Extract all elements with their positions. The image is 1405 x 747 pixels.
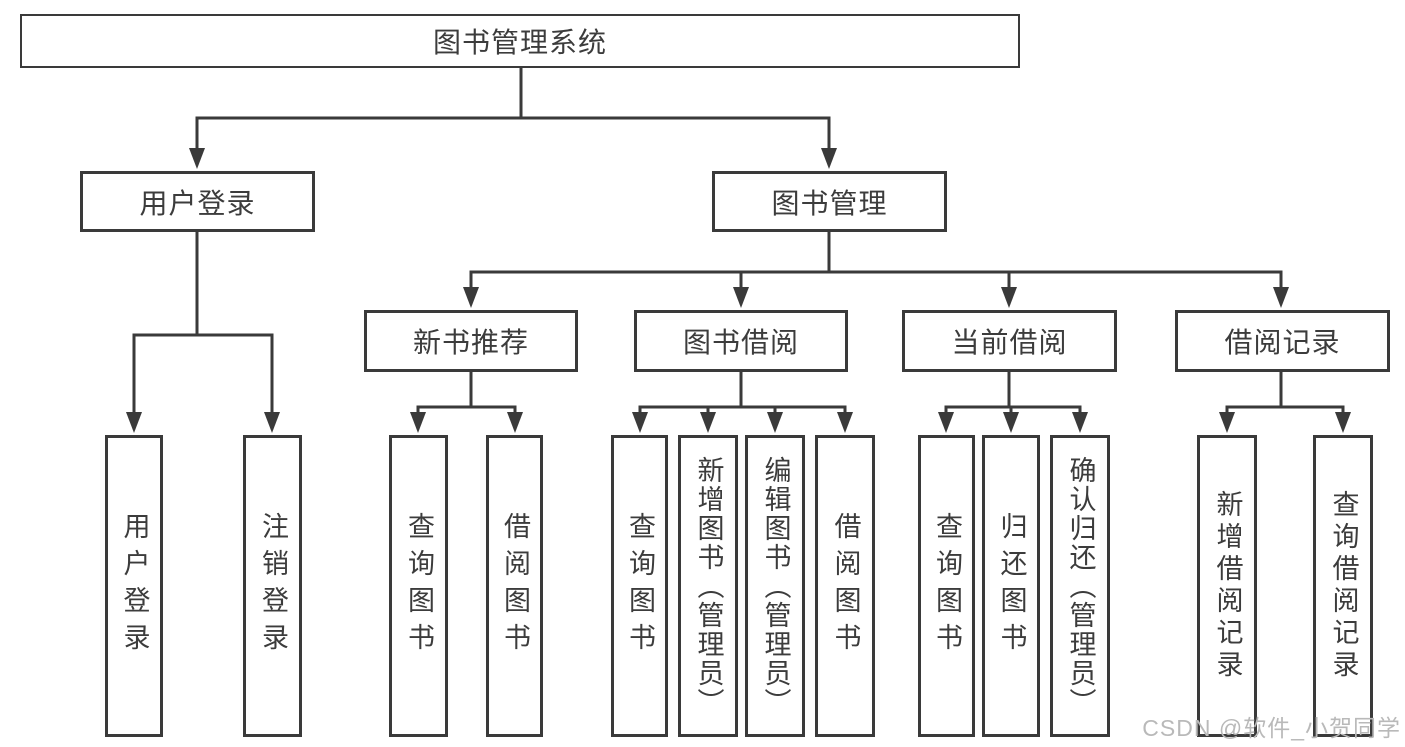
node-library-management-system: 图书管理系统 xyxy=(20,14,1020,68)
leaf-label: 查询图书 xyxy=(625,512,655,660)
leaf-label: 用户登录 xyxy=(119,512,150,660)
leaf-query-books-recommend: 查询图书 xyxy=(389,435,448,737)
node-label: 当前借阅 xyxy=(951,327,1068,358)
leaf-label: 查询图书 xyxy=(932,512,962,660)
leaf-add-book-admin: 新增图书（管理员） xyxy=(678,435,738,737)
node-label: 新书推荐 xyxy=(412,327,529,358)
leaf-label: 新增借阅记录 xyxy=(1212,490,1243,682)
leaf-label: 新增图书（管理员） xyxy=(693,455,724,717)
leaf-label: 借阅图书 xyxy=(830,512,861,660)
leaf-logout: 注销登录 xyxy=(243,435,302,737)
leaf-label: 归还图书 xyxy=(996,512,1027,660)
leaf-label: 查询图书 xyxy=(404,512,434,660)
leaf-user-login: 用户登录 xyxy=(105,435,163,737)
leaf-edit-book-admin: 编辑图书（管理员） xyxy=(745,435,805,737)
leaf-label: 借阅图书 xyxy=(500,512,530,660)
leaf-query-borrow-record: 查询借阅记录 xyxy=(1313,435,1373,737)
node-borrowing-records: 借阅记录 xyxy=(1175,310,1390,372)
leaf-label: 注销登录 xyxy=(258,512,288,660)
node-current-borrowing: 当前借阅 xyxy=(902,310,1117,372)
leaf-return-book: 归还图书 xyxy=(982,435,1040,737)
leaf-label: 编辑图书（管理员） xyxy=(760,455,791,717)
leaf-label: 确认归还（管理员） xyxy=(1065,455,1096,717)
node-label: 用户登录 xyxy=(139,187,256,219)
node-new-book-recommendation: 新书推荐 xyxy=(364,310,578,372)
node-label: 图书管理 xyxy=(771,187,888,219)
watermark: CSDN @软件_小贺同学 xyxy=(1142,715,1401,741)
node-user-login: 用户登录 xyxy=(80,171,315,232)
node-book-borrowing: 图书借阅 xyxy=(634,310,848,372)
node-label: 图书管理系统 xyxy=(432,27,607,58)
leaf-add-borrow-record: 新增借阅记录 xyxy=(1197,435,1257,737)
node-label: 借阅记录 xyxy=(1224,327,1341,358)
node-label: 图书借阅 xyxy=(682,327,799,358)
leaf-borrow-books-borrow: 借阅图书 xyxy=(815,435,875,737)
leaf-confirm-return-admin: 确认归还（管理员） xyxy=(1050,435,1110,737)
leaf-query-books-current: 查询图书 xyxy=(918,435,975,737)
leaf-borrow-books-recommend: 借阅图书 xyxy=(486,435,543,737)
leaf-query-books-borrow: 查询图书 xyxy=(611,435,668,737)
leaf-label: 查询借阅记录 xyxy=(1328,490,1359,682)
node-book-management: 图书管理 xyxy=(712,171,947,232)
